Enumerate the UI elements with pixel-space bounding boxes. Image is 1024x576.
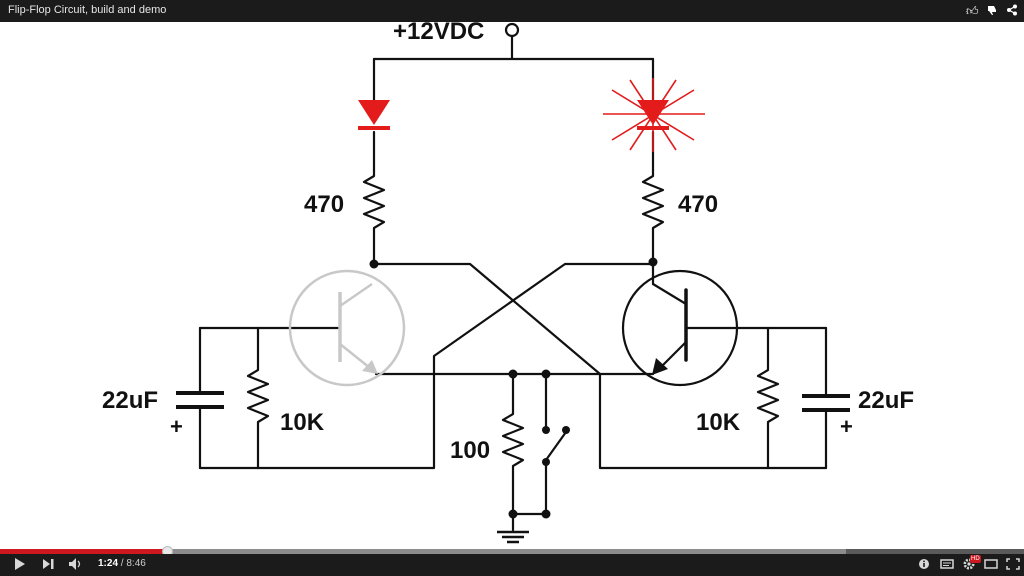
progress-buffered bbox=[0, 549, 846, 554]
transistor-right bbox=[621, 269, 739, 387]
resistor-10k-left bbox=[246, 362, 270, 470]
cross-wire-b bbox=[256, 262, 655, 470]
flip-flop-schematic: +12VDC 470 470 22uF + 10K 10K 22uF + 100 bbox=[102, 22, 914, 544]
settings-icon[interactable] bbox=[962, 557, 976, 575]
resistor-10k-left-label: 10K bbox=[280, 409, 325, 436]
capacitor-left-plus: + bbox=[170, 414, 183, 439]
thumbs-up-icon[interactable]: 👍︎ bbox=[966, 4, 979, 18]
share-icon[interactable] bbox=[1006, 4, 1018, 19]
led-left bbox=[358, 100, 390, 130]
resistor-470-right bbox=[641, 168, 665, 264]
info-icon[interactable] bbox=[918, 557, 930, 575]
led-right bbox=[603, 78, 705, 152]
time-display: 1:24 / 8:46 bbox=[98, 558, 146, 569]
resistor-100 bbox=[501, 372, 525, 516]
video-frame[interactable]: +12VDC 470 470 22uF + 10K 10K 22uF + 100 bbox=[0, 22, 1024, 549]
video-title[interactable]: Flip-Flop Circuit, build and demo bbox=[8, 4, 167, 16]
capacitor-right-label: 22uF bbox=[858, 387, 914, 414]
resistor-470-left bbox=[362, 168, 386, 266]
fullscreen-icon[interactable] bbox=[1006, 557, 1020, 575]
volume-icon[interactable] bbox=[68, 557, 84, 575]
capacitor-left bbox=[176, 391, 224, 409]
theater-icon[interactable] bbox=[984, 557, 998, 575]
transistor-right-emitter-arrow bbox=[652, 358, 668, 375]
transistor-left bbox=[288, 269, 406, 387]
resistor-10k-right bbox=[756, 362, 780, 470]
next-icon[interactable] bbox=[42, 557, 56, 575]
capacitor-right bbox=[802, 394, 850, 412]
ground-symbol bbox=[497, 530, 529, 544]
hd-badge: HD bbox=[970, 555, 981, 563]
resistor-470-left-label: 470 bbox=[304, 191, 344, 218]
pushbutton-switch bbox=[544, 430, 568, 462]
subtitles-icon[interactable] bbox=[940, 557, 954, 575]
time-separator: / bbox=[118, 558, 127, 569]
junction-dots bbox=[369, 257, 658, 519]
time-current: 1:24 bbox=[98, 558, 119, 569]
thumbs-down-icon[interactable] bbox=[986, 4, 998, 19]
progress-played bbox=[0, 549, 167, 554]
capacitor-left-label: 22uF bbox=[102, 387, 158, 414]
video-title-bar: Flip-Flop Circuit, build and demo 👍︎ bbox=[0, 0, 1024, 22]
resistor-100-label: 100 bbox=[450, 437, 490, 464]
player-controls: 1:24 / 8:46 HD bbox=[0, 554, 1024, 576]
transistor-right-collector bbox=[651, 282, 688, 306]
capacitor-right-plus: + bbox=[840, 414, 853, 439]
supply-terminal bbox=[504, 22, 520, 38]
time-total: 8:46 bbox=[126, 558, 146, 569]
resistor-470-right-label: 470 bbox=[678, 191, 718, 218]
supply-label: +12VDC bbox=[393, 22, 484, 45]
resistor-10k-right-label: 10K bbox=[696, 409, 741, 436]
play-icon[interactable] bbox=[14, 557, 26, 575]
